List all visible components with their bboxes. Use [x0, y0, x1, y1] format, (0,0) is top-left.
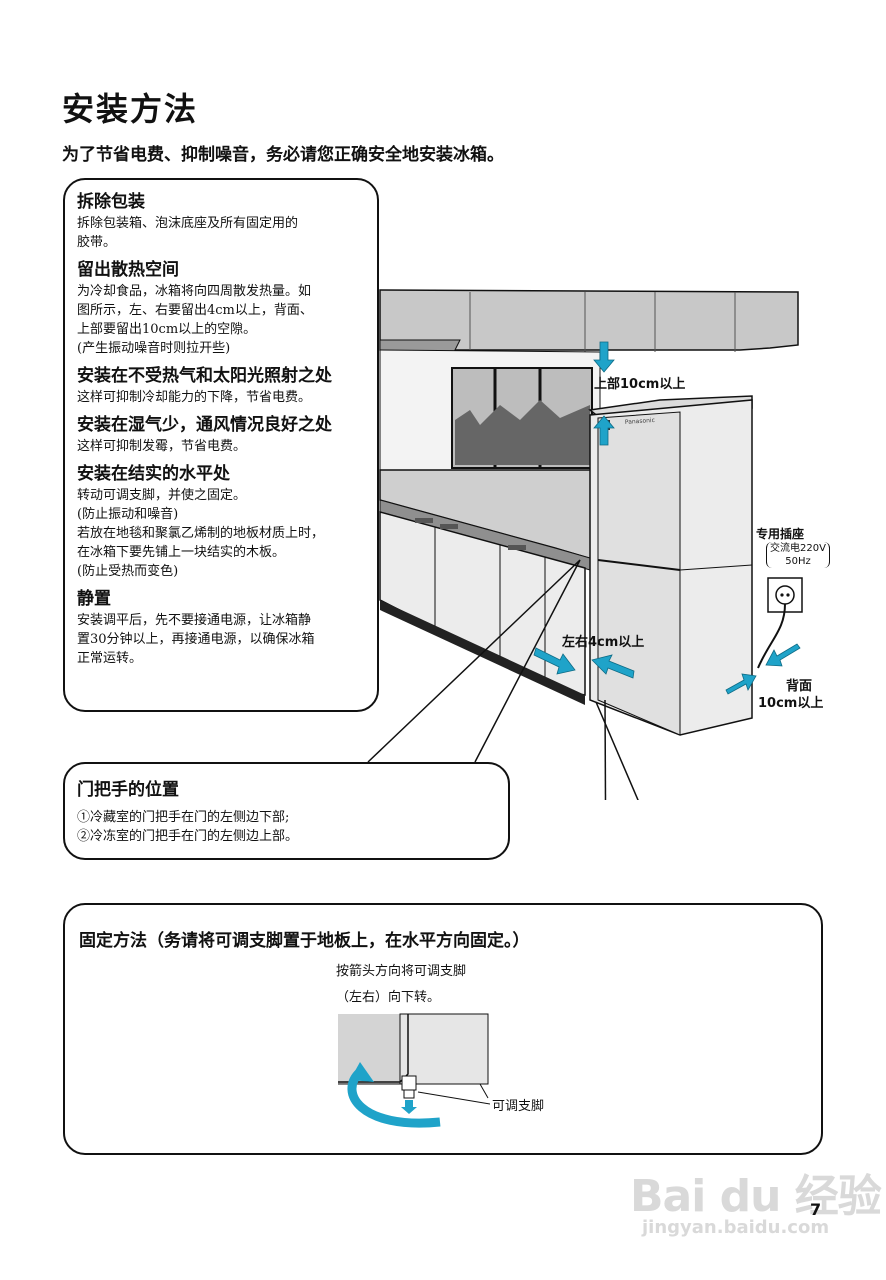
arrow-back-right [765, 643, 801, 667]
section-body: 拆除包装箱、泡沫底座及所有固定用的 胶带。 [77, 216, 299, 250]
install-notes-box: 拆除包装 拆除包装箱、泡沫底座及所有固定用的 胶带。 留出散热空间 为冷却食品，… [63, 178, 379, 712]
section-rest: 静置 安装调平后，先不要接通电源，让冰箱静 置30分钟以上，再接通电源，以确保冰… [77, 587, 365, 668]
handle-heading: 门把手的位置 [77, 780, 179, 800]
baidu-watermark-logo: Bai du 经验 [630, 1171, 882, 1222]
label-back-clearance-1: 背面 [786, 679, 813, 694]
label-outlet-voltage: 交流电220V [770, 543, 826, 554]
page-subtitle: 为了节省电费、抑制噪音，务必请您正确安全地安装冰箱。 [62, 145, 504, 165]
section-heading: 静置 [77, 589, 111, 609]
adjustable-foot-illustration [338, 1013, 490, 1128]
section-heading: 安装在湿气少，通风情况良好之处 [77, 415, 332, 435]
section-body: 转动可调支脚，并使之固定。 (防止振动和噪音) 若放在地毯和聚氯乙烯制的地板材质… [77, 488, 325, 579]
page-number: 7 [810, 1200, 822, 1219]
section-avoid-heat-sun: 安装在不受热气和太阳光照射之处 这样可抑制冷却能力的下降，节省电费。 [77, 364, 365, 407]
label-side-clearance: 左右4cm以上 [562, 635, 645, 650]
section-heading: 安装在不受热气和太阳光照射之处 [77, 366, 332, 386]
door-handle-box: 门把手的位置 ①冷藏室的门把手在门的左侧边下部; ②冷冻室的门把手在门的左侧边上… [63, 762, 510, 860]
section-heading: 留出散热空间 [77, 260, 179, 280]
label-top-clearance: 上部10cm以上 [594, 377, 686, 392]
label-back-clearance-2: 10cm以上 [758, 696, 824, 711]
fix-heading: 固定方法（务请将可调支脚置于地板上，在水平方向固定。） [79, 931, 530, 951]
arrow-top-up [593, 415, 615, 446]
fix-instruction-1: 按箭头方向将可调支脚 [336, 964, 467, 979]
fridge-brand: Panasonic [625, 417, 655, 426]
section-heading: 拆除包装 [77, 192, 145, 212]
section-body: 这样可抑制冷却能力的下降，节省电费。 [77, 390, 312, 405]
baidu-watermark-url: jingyan.baidu.com [642, 1217, 830, 1238]
section-heading: 安装在结实的水平处 [77, 464, 230, 484]
section-body: 这样可抑制发霉，节省电费。 [77, 439, 247, 454]
section-level-surface: 安装在结实的水平处 转动可调支脚，并使之固定。 (防止振动和噪音) 若放在地毯和… [77, 462, 365, 581]
foot-label: 可调支脚 [492, 1099, 545, 1114]
label-outlet-title: 专用插座 [756, 527, 805, 541]
kitchen-illustration: Panasonic [367, 289, 803, 800]
fix-instruction-2: （左右）向下转。 [336, 990, 441, 1005]
arrow-back-left [725, 673, 757, 695]
arrow-right [591, 654, 635, 679]
arrow-top-down [593, 341, 615, 373]
section-ventilation-space: 留出散热空间 为冷却食品，冰箱将向四周散发热量。如 图所示，左、右要留出4cm以… [77, 258, 365, 358]
section-low-humidity: 安装在湿气少，通风情况良好之处 这样可抑制发霉，节省电费。 [77, 413, 365, 456]
section-body: 安装调平后，先不要接通电源，让冰箱静 置30分钟以上，再接通电源，以确保冰箱 正… [77, 613, 315, 666]
page-title: 安装方法 [62, 90, 199, 128]
label-outlet-frequency: 50Hz [785, 556, 811, 567]
section-body: 为冷却食品，冰箱将向四周散发热量。如 图所示，左、右要留出4cm以上，背面、 上… [77, 284, 313, 356]
section-remove-packaging: 拆除包装 拆除包装箱、泡沫底座及所有固定用的 胶带。 [77, 190, 365, 252]
handle-line-1: ①冷藏室的门把手在门的左侧边下部; [77, 810, 290, 825]
handle-line-2: ②冷冻室的门把手在门的左侧边上部。 [77, 829, 299, 844]
arrow-left [533, 647, 576, 675]
